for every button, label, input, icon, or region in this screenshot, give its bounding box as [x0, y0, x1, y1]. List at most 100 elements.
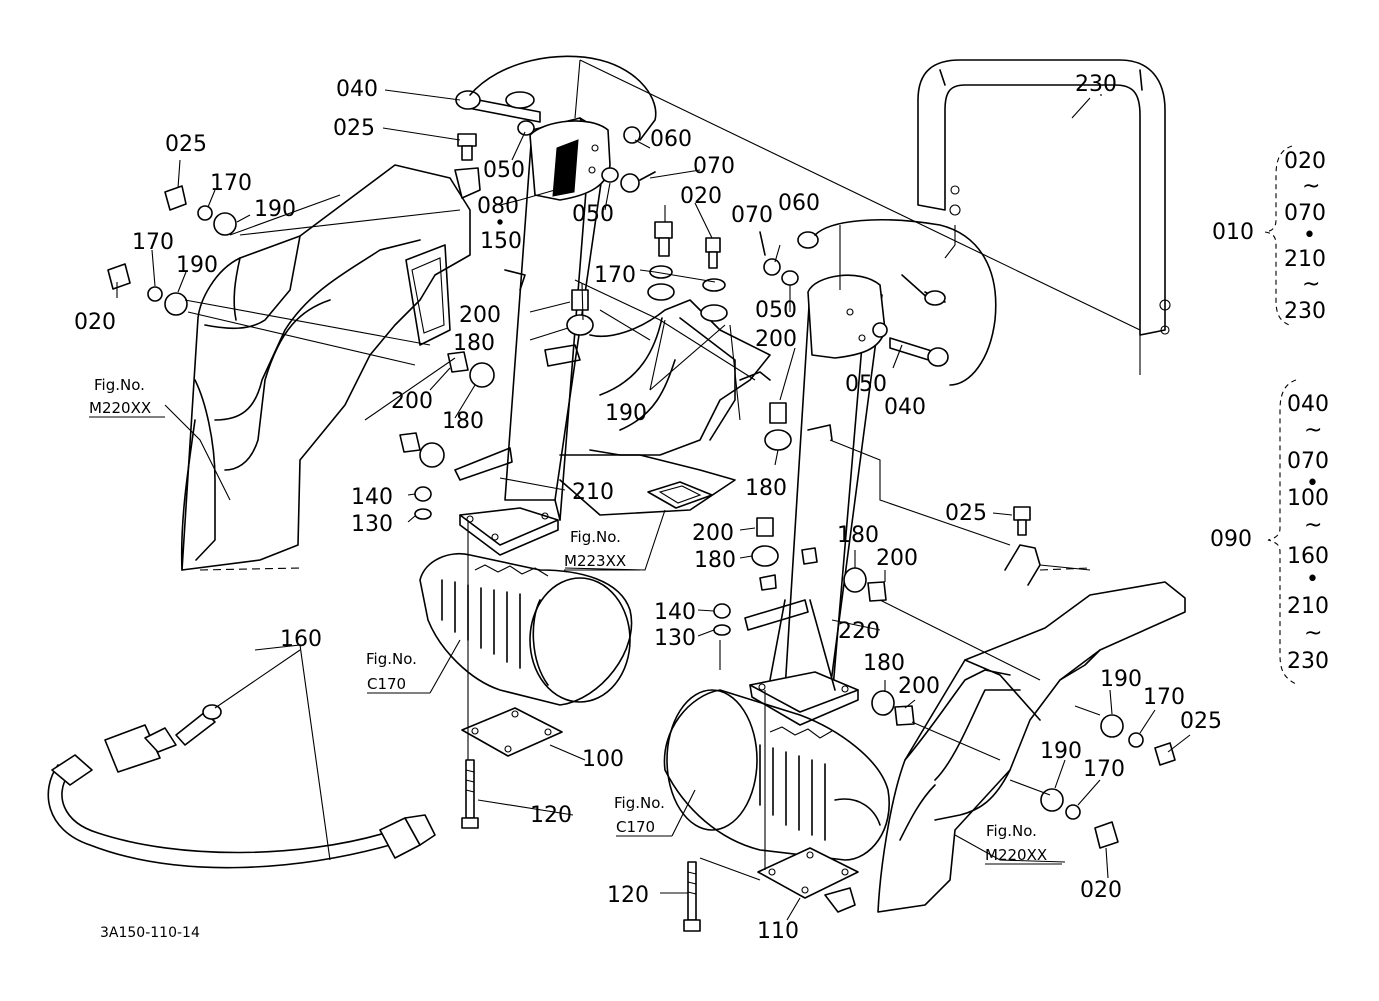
- right-rops-post: [744, 274, 886, 726]
- part-label-170: 170: [1143, 685, 1185, 710]
- part-label-020: 020: [1080, 878, 1122, 903]
- hardware: [107, 55, 1176, 849]
- left-rops-post: [454, 117, 611, 556]
- group-range-item: 160: [1287, 544, 1329, 569]
- part-label-170: 170: [210, 171, 252, 196]
- group-label-010: 010: [1212, 220, 1254, 245]
- assembly-group-090: 090 040 ~ 070 • 100 ~ 160 • 210 ~ 230: [1210, 379, 1329, 685]
- part-label-140: 140: [654, 600, 696, 625]
- group-range-item: 020: [1284, 149, 1326, 174]
- figure-references: Fig.No. M220XX Fig.No. M223XX Fig.No. C1…: [89, 376, 1062, 865]
- right-fender: [877, 567, 1186, 913]
- group-range-item: •: [1303, 223, 1316, 248]
- part-label-020: 020: [680, 184, 722, 209]
- fig-ref-code: M223XX: [564, 552, 626, 570]
- part-label-170: 170: [1083, 757, 1125, 782]
- part-label-200: 200: [391, 389, 433, 414]
- part-label-160: 160: [280, 627, 322, 652]
- group-range-item: 230: [1284, 299, 1326, 324]
- group-range-item: ~: [1304, 513, 1322, 538]
- part-label-120: 120: [607, 883, 649, 908]
- part-label-180: 180: [745, 476, 787, 501]
- fig-ref-caption: Fig.No.: [614, 794, 665, 812]
- part-label-170: 170: [594, 263, 636, 288]
- fig-ref-code: M220XX: [985, 846, 1047, 864]
- fig-ref-caption: Fig.No.: [94, 376, 145, 394]
- part-label-180: 180: [837, 523, 879, 548]
- part-label-190: 190: [605, 401, 647, 426]
- part-label-180: 180: [863, 651, 905, 676]
- fig-ref-code: C170: [367, 675, 406, 693]
- part-labels: 040 025 025 050 060 070 080 150 050 170 …: [74, 72, 1222, 944]
- part-label-050: 050: [755, 298, 797, 323]
- group-range-item: 230: [1287, 649, 1329, 674]
- part-label-080: 080: [477, 194, 519, 219]
- part-label-060: 060: [778, 191, 820, 216]
- part-label-180: 180: [442, 409, 484, 434]
- group-label-090: 090: [1210, 527, 1252, 552]
- part-label-025: 025: [165, 132, 207, 157]
- group-range-item: 100: [1287, 486, 1329, 511]
- group-range-item: ~: [1302, 272, 1320, 297]
- part-label-200: 200: [459, 303, 501, 328]
- group-range-item: ~: [1304, 418, 1322, 443]
- part-label-050: 050: [483, 158, 525, 183]
- group-range-item: 070: [1284, 201, 1326, 226]
- part-label-070: 070: [693, 154, 735, 179]
- part-label-170: 170: [132, 230, 174, 255]
- part-label-130: 130: [654, 626, 696, 651]
- group-range-item: 070: [1287, 449, 1329, 474]
- group-range-item: ~: [1304, 621, 1322, 646]
- leader-lines: [116, 89, 1191, 921]
- part-label-100: 100: [582, 747, 624, 772]
- part-label-200: 200: [755, 327, 797, 352]
- part-label-025: 025: [333, 116, 375, 141]
- part-label-025: 025: [945, 501, 987, 526]
- part-label-200: 200: [876, 546, 918, 571]
- left-axle-housing: [419, 553, 633, 706]
- part-label-190: 190: [254, 197, 296, 222]
- part-label-190: 190: [1040, 739, 1082, 764]
- part-label-150: 150: [480, 229, 522, 254]
- bullet-dot: [497, 219, 503, 225]
- part-label-190: 190: [1100, 667, 1142, 692]
- mount-plates: [461, 707, 859, 913]
- group-range-item: 210: [1284, 247, 1326, 272]
- part-label-190: 190: [176, 253, 218, 278]
- diagram-code: 3A150-110-14: [100, 925, 200, 941]
- group-range-item: 210: [1287, 594, 1329, 619]
- part-label-050: 050: [845, 372, 887, 397]
- part-label-220: 220: [838, 619, 880, 644]
- part-label-040: 040: [884, 395, 926, 420]
- rops-hoop: [917, 59, 1171, 336]
- part-label-020: 020: [74, 310, 116, 335]
- part-label-050: 050: [572, 202, 614, 227]
- left-fender: [180, 164, 471, 571]
- part-label-130: 130: [351, 512, 393, 537]
- fig-ref-code: C170: [616, 818, 655, 836]
- part-label-210: 210: [572, 480, 614, 505]
- assembly-group-010: 010 020 ~ 070 • 210 ~ 230: [1212, 145, 1326, 327]
- part-label-025: 025: [1180, 709, 1222, 734]
- fig-ref-code: M220XX: [89, 399, 151, 417]
- part-label-060: 060: [650, 127, 692, 152]
- group-range-item: ~: [1302, 174, 1320, 199]
- part-label-070: 070: [731, 203, 773, 228]
- bolts-120: [461, 759, 701, 932]
- group-range-item: •: [1306, 567, 1319, 592]
- right-axle-housing: [663, 689, 890, 861]
- group-range-item: 040: [1287, 392, 1329, 417]
- seat-belt: [47, 704, 436, 869]
- center-deck: [544, 299, 771, 516]
- group-range-item: •: [1306, 471, 1319, 496]
- part-label-180: 180: [453, 331, 495, 356]
- fig-ref-caption: Fig.No.: [570, 528, 621, 546]
- part-label-110: 110: [757, 919, 799, 944]
- fig-ref-caption: Fig.No.: [366, 650, 417, 668]
- fig-ref-caption: Fig.No.: [986, 822, 1037, 840]
- part-label-230: 230: [1075, 72, 1117, 97]
- part-label-200: 200: [692, 521, 734, 546]
- part-label-040: 040: [336, 77, 378, 102]
